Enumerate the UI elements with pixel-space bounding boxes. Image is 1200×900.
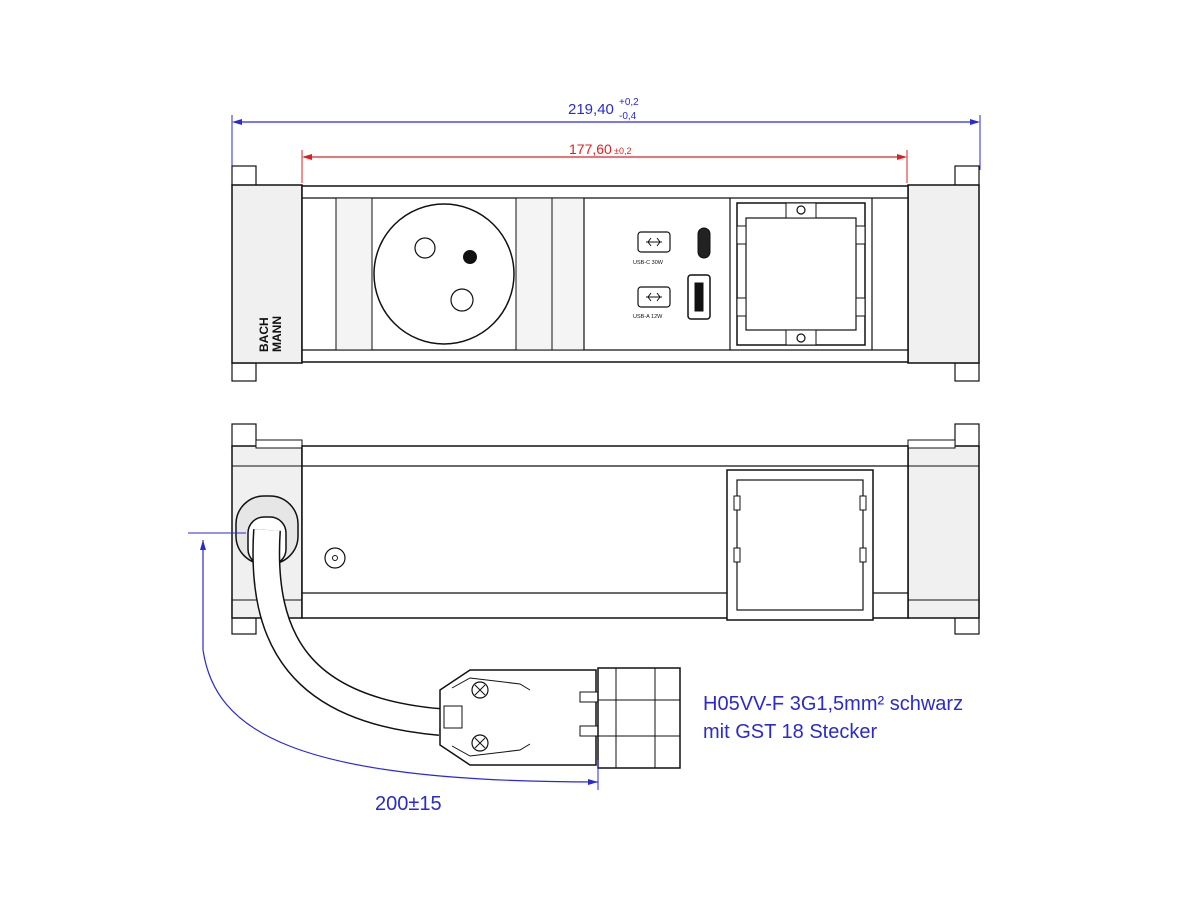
front-right-end-cap bbox=[907, 184, 980, 364]
front-left-end-cap bbox=[231, 184, 303, 364]
brand-line-1: BACH bbox=[257, 317, 271, 352]
cable-length-dimension bbox=[188, 532, 599, 790]
insert-length-dimension: 177,60 ±0,2 bbox=[301, 141, 908, 183]
overall-length-value: 219,40 bbox=[568, 101, 614, 118]
insert-length-tol: ±0,2 bbox=[614, 146, 631, 156]
overall-length-dimension: 219,40 +0,2 -0,4 bbox=[231, 97, 981, 170]
cable-note-line-1: H05VV-F 3G1,5mm² schwarz bbox=[703, 693, 963, 715]
brand-line-2: MANN bbox=[270, 316, 284, 352]
cable-length-value: 200±15 bbox=[375, 793, 442, 815]
usb-c-port bbox=[697, 227, 711, 259]
gst18-connector bbox=[439, 667, 681, 769]
cable bbox=[252, 529, 442, 736]
usb-a-label: USB-A 12W bbox=[633, 314, 663, 320]
rear-right-end-cap bbox=[907, 445, 980, 619]
socket-face bbox=[373, 203, 515, 345]
insert-length-value: 177,60 bbox=[569, 141, 612, 157]
usb-c-label: USB-C 30W bbox=[633, 260, 664, 266]
socket-hole-left bbox=[414, 237, 436, 259]
overall-length-tol-upper: +0,2 bbox=[619, 97, 639, 108]
overall-length-tol-lower: -0,4 bbox=[619, 111, 637, 122]
socket-earth-pin bbox=[463, 250, 477, 264]
socket-hole-bottom bbox=[450, 288, 474, 312]
front-view bbox=[231, 165, 980, 382]
rear-view bbox=[231, 423, 980, 635]
cable-note-line-2: mit GST 18 Stecker bbox=[703, 721, 877, 743]
